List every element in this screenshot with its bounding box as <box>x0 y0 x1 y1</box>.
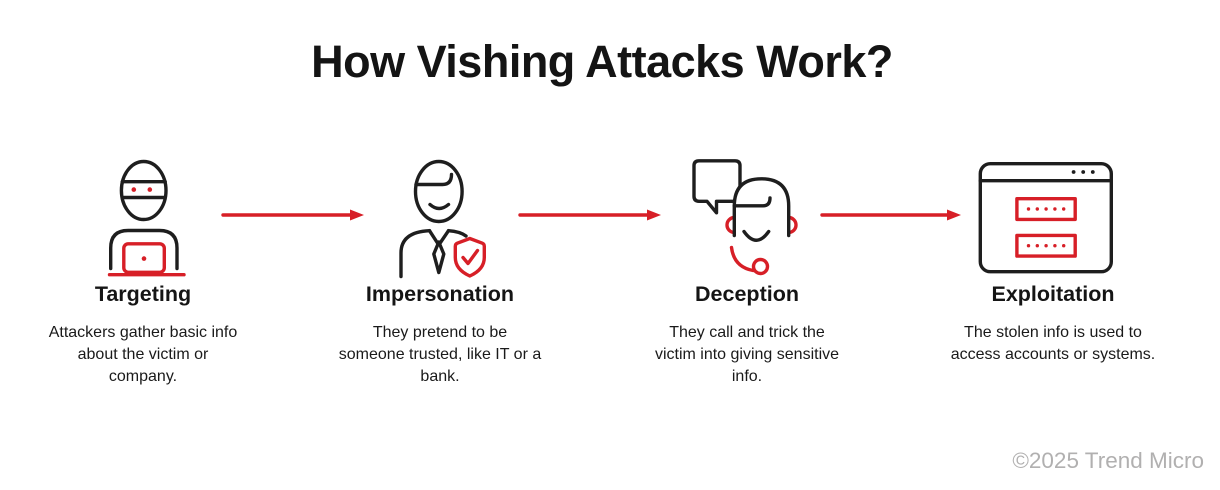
step-desc-impersonation: They pretend to be someone trusted, like… <box>338 324 542 385</box>
page-title: How Vishing Attacks Work? <box>311 36 893 87</box>
step-impersonation: Impersonation They pretend to be someone… <box>310 282 570 388</box>
step-deception: Deception They call and trick the victim… <box>617 282 877 388</box>
flow-arrows <box>221 209 961 221</box>
step-title-deception: Deception <box>695 282 799 306</box>
step-desc-deception: They call and trick the victim into givi… <box>654 324 840 385</box>
flow-arrow-2 <box>518 209 661 221</box>
trusted-person-with-shield-check-icon <box>399 159 486 279</box>
step-title-exploitation: Exploitation <box>991 282 1115 306</box>
step-title-targeting: Targeting <box>94 282 192 306</box>
browser-password-fields-icon <box>978 161 1114 274</box>
masked-attacker-at-laptop-icon <box>107 159 186 277</box>
step-desc-exploitation: The stolen info is used to access accoun… <box>950 324 1156 363</box>
copyright-notice: ©2025 Trend Micro <box>1012 448 1204 473</box>
step-exploitation: Exploitation The stolen info is used to … <box>913 282 1193 366</box>
step-title-impersonation: Impersonation <box>365 282 515 306</box>
flow-arrow-1 <box>221 209 364 221</box>
flow-arrow-3 <box>820 209 961 221</box>
caller-headset-speech-bubble-icon <box>692 159 798 276</box>
step-targeting: Targeting Attackers gather basic info ab… <box>13 282 273 388</box>
step-desc-targeting: Attackers gather basic info about the vi… <box>48 324 238 385</box>
